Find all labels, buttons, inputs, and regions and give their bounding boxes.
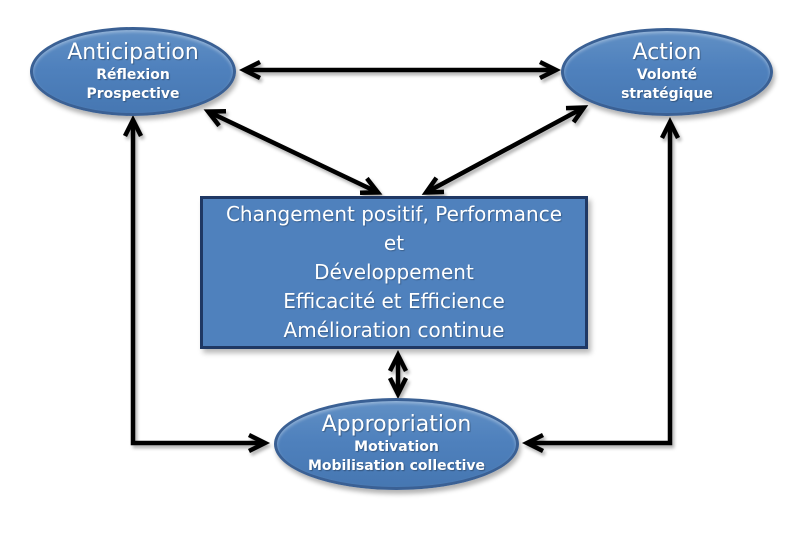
node-anticipation-title: Anticipation — [67, 39, 199, 65]
center-box-line: et — [383, 231, 405, 255]
node-anticipation-subtitle-line: Réflexion — [96, 66, 170, 83]
center-box-line: Développement — [314, 260, 474, 284]
node-action-title: Action — [632, 40, 702, 65]
node-appropriation-title: Appropriation — [321, 412, 472, 437]
center-box-line: Efficacité et Efficience — [283, 289, 505, 313]
node-action-subtitle-line: stratégique — [621, 86, 713, 102]
node-appropriation: Appropriation Motivation Mobilisation co… — [274, 398, 519, 490]
node-anticipation-subtitle-line: Prospective — [86, 85, 180, 102]
center-box-line: Changement positif, Performance — [225, 202, 563, 226]
node-action: Action Volonté stratégique — [561, 28, 773, 116]
node-action-subtitle-line: Volonté — [636, 67, 698, 83]
connector-action-appropriation — [521, 116, 681, 454]
node-appropriation-subtitle-line: Mobilisation collective — [307, 458, 486, 474]
node-center-box: Changement positif, Performance et Dével… — [200, 196, 588, 349]
node-anticipation: Anticipation Réflexion Prospective — [30, 27, 236, 116]
node-appropriation-subtitle-line: Motivation — [354, 439, 439, 455]
center-box-line: Amélioration continue — [283, 318, 505, 342]
connector-anticipation-centerbox — [203, 108, 383, 196]
connector-action-centerbox — [421, 105, 589, 195]
connector-anticipation-appropriation — [122, 114, 271, 454]
